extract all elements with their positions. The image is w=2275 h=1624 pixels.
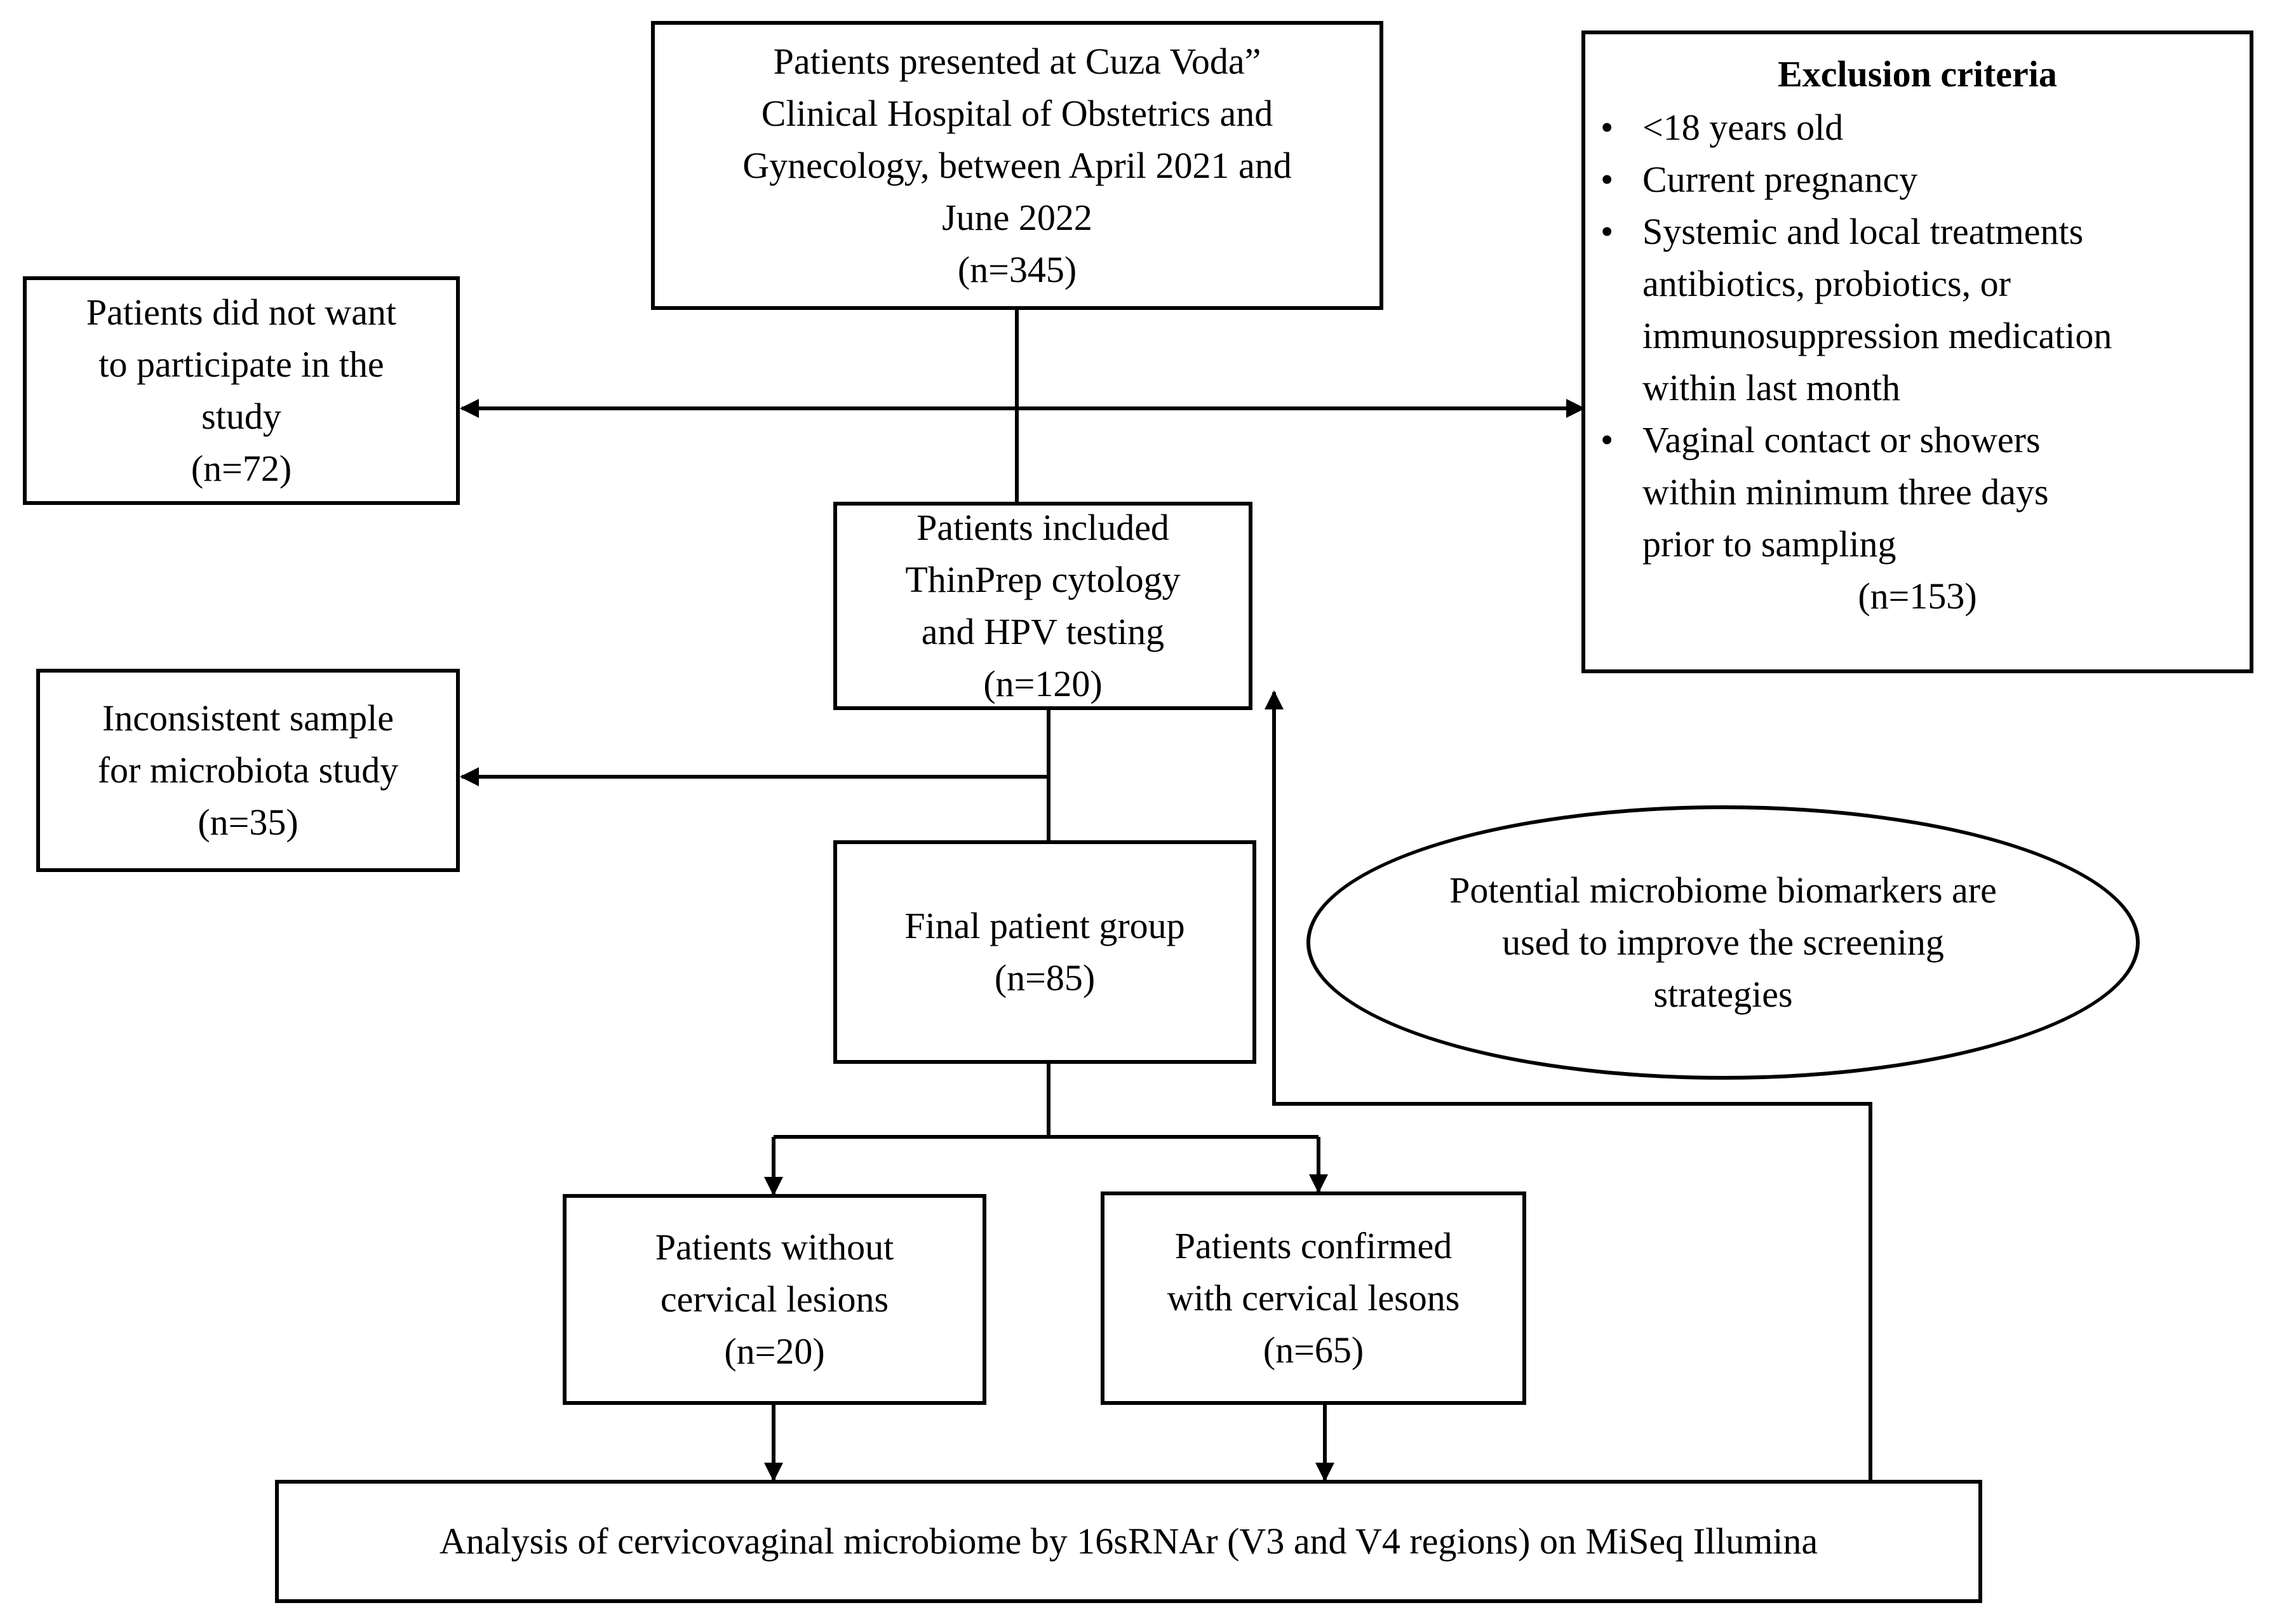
declined-line-3: study (201, 396, 281, 437)
presented-line-1: Patients presented at Cuza Voda” (773, 40, 1261, 82)
patients-declined-box: Patients did not want to participate in … (23, 276, 460, 505)
no-lesions-line-2: cervical lesions (660, 1278, 889, 1320)
included-line-3: and HPV testing (921, 611, 1165, 652)
exclusion-item-line: prior to sampling (1642, 523, 1896, 565)
exclusion-item-age: <18 years old (1585, 102, 2250, 154)
analysis-box: Analysis of cervicovaginal microbiome by… (275, 1480, 1982, 1603)
feedback-arrow (1265, 690, 1872, 1484)
exclusion-item-line: within last month (1642, 367, 1900, 408)
lesions-count: (n=65) (1263, 1329, 1364, 1371)
exclusion-title: Exclusion criteria (1778, 53, 2057, 95)
presented-count: (n=345) (957, 248, 1077, 290)
biomarkers-line-1: Potential microbiome biomarkers are (1449, 869, 1997, 911)
no-lesions-count: (n=20) (724, 1331, 825, 1372)
no-lesions-line-1: Patients without (655, 1226, 894, 1268)
patients-presented-box: Patients presented at Cuza Voda” Clinica… (651, 21, 1383, 310)
exclusion-item-line: antibiotics, probiotics, or (1642, 263, 2011, 304)
no-lesions-box: Patients without cervical lesions (n=20) (563, 1194, 986, 1405)
exclusion-item-line: within minimum three days (1642, 471, 2049, 513)
included-line-2: ThinPrep cytology (905, 559, 1181, 600)
exclusion-item-line: Current pregnancy (1642, 159, 1918, 200)
inconsistent-line-1: Inconsistent sample (102, 697, 394, 739)
lesions-box: Patients confirmed with cervical lesons … (1101, 1191, 1526, 1405)
inconsistent-count: (n=35) (198, 802, 299, 843)
exclusion-item-line: Systemic and local treatments (1642, 211, 2084, 252)
analysis-line-1: Analysis of cervicovaginal microbiome by… (439, 1520, 1818, 1562)
included-line-1: Patients included (916, 507, 1169, 548)
exclusion-item-line: <18 years old (1642, 107, 1844, 148)
lesions-line-2: with cervical lesons (1167, 1277, 1460, 1319)
final-group-box: Final patient group (n=85) (833, 840, 1256, 1064)
exclusion-item-contact: Vaginal contact or showers within minimu… (1585, 414, 2250, 570)
included-count: (n=120) (983, 663, 1103, 704)
exclusion-item-line: Vaginal contact or showers (1642, 419, 2041, 460)
declined-line-1: Patients did not want (86, 292, 397, 333)
lesions-line-1: Patients confirmed (1174, 1225, 1453, 1266)
inconsistent-line-2: for microbiota study (97, 749, 399, 791)
exclusion-item-treatments: Systemic and local treatments antibiotic… (1585, 206, 2250, 414)
biomarkers-ellipse: Potential microbiome biomarkers are used… (1306, 805, 2140, 1080)
declined-count: (n=72) (191, 448, 292, 489)
presented-line-4: June 2022 (942, 196, 1092, 238)
exclusion-criteria-box: Exclusion criteria <18 years old Current… (1581, 30, 2253, 673)
exclusion-list: <18 years old Current pregnancy Systemic… (1585, 102, 2250, 570)
exclusion-count: (n=153) (1858, 575, 1977, 617)
biomarkers-line-3: strategies (1653, 974, 1793, 1015)
patients-included-box: Patients included ThinPrep cytology and … (833, 502, 1252, 710)
inconsistent-sample-box: Inconsistent sample for microbiota study… (36, 669, 460, 872)
presented-line-2: Clinical Hospital of Obstetrics and (761, 92, 1273, 134)
biomarkers-line-2: used to improve the screening (1502, 922, 1944, 963)
exclusion-item-pregnancy: Current pregnancy (1585, 154, 2250, 206)
presented-line-3: Gynecology, between April 2021 and (742, 144, 1292, 186)
final-count: (n=85) (994, 957, 1096, 998)
declined-line-2: to participate in the (98, 344, 384, 385)
final-line-1: Final patient group (904, 905, 1185, 946)
exclusion-item-line: immunosuppression medication (1642, 315, 2112, 356)
